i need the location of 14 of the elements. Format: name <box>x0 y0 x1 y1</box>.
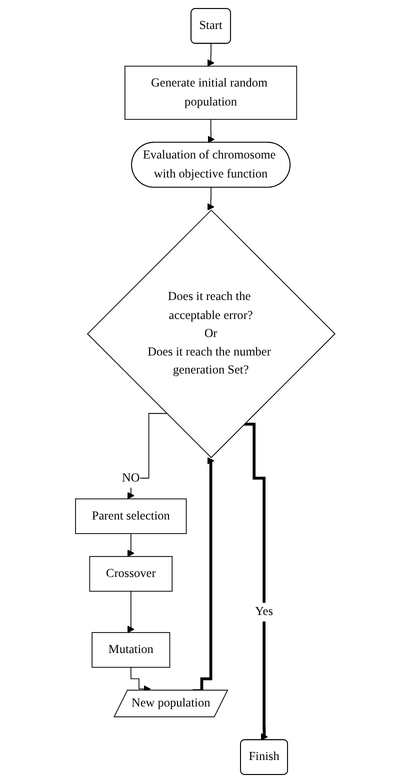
node-box: Generate initial random population <box>124 66 298 120</box>
arrow <box>207 187 215 210</box>
arrow <box>128 413 168 500</box>
arrow <box>244 422 268 740</box>
node-box: Crossover <box>90 556 173 592</box>
edge-label: NO <box>122 471 140 485</box>
arrow <box>208 118 215 143</box>
node-diamond: Does it reach the acceptable error? Or Does it reach the number generation Set? <box>87 210 336 458</box>
arrow <box>207 43 215 67</box>
arrow <box>128 533 135 557</box>
edge-label: Yes <box>255 605 274 618</box>
arrow <box>128 590 135 633</box>
node-box: Parent selection <box>75 498 187 534</box>
node-box: Mutation <box>92 632 170 668</box>
